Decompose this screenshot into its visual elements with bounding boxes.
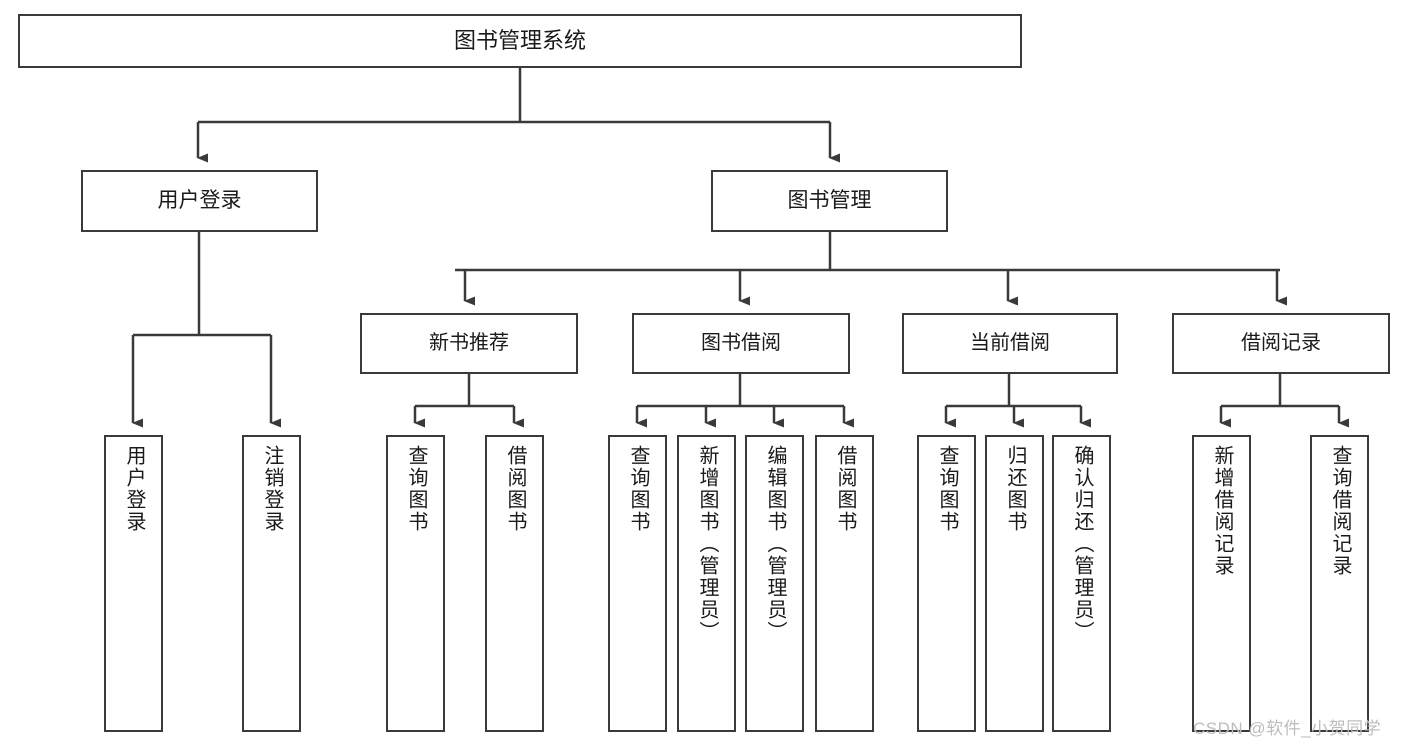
node-current-borrow[interactable]: 当前借阅 xyxy=(902,313,1118,374)
node-label: 图书管理 xyxy=(787,188,872,212)
leaf-add-book-admin[interactable]: 新增图书（管理员） xyxy=(677,435,736,732)
node-label: 新书推荐 xyxy=(429,332,509,354)
node-label: 当前借阅 xyxy=(970,332,1050,354)
node-label: 借阅图书 xyxy=(834,445,856,533)
leaf-confirm-return-admin[interactable]: 确认归还（管理员） xyxy=(1052,435,1111,732)
leaf-borrow-book-recommend[interactable]: 借阅图书 xyxy=(485,435,544,732)
node-new-book-recommend[interactable]: 新书推荐 xyxy=(360,313,578,374)
leaf-add-borrow-record[interactable]: 新增借阅记录 xyxy=(1192,435,1251,732)
node-book-management-system[interactable]: 图书管理系统 xyxy=(18,14,1022,68)
leaf-user-login[interactable]: 用户登录 xyxy=(104,435,163,732)
leaf-query-book-current[interactable]: 查询图书 xyxy=(917,435,976,732)
leaf-query-borrow-record[interactable]: 查询借阅记录 xyxy=(1310,435,1369,732)
node-label: 确认归还（管理员） xyxy=(1071,445,1093,643)
node-book-management[interactable]: 图书管理 xyxy=(711,170,948,232)
leaf-borrow-book[interactable]: 借阅图书 xyxy=(815,435,874,732)
node-label: 图书借阅 xyxy=(701,332,781,354)
node-label: 归还图书 xyxy=(1004,445,1026,533)
node-label: 借阅记录 xyxy=(1241,332,1321,354)
node-label: 新增图书（管理员） xyxy=(696,445,718,643)
node-book-borrow[interactable]: 图书借阅 xyxy=(632,313,850,374)
node-label: 用户登录 xyxy=(157,188,242,212)
csdn-watermark: CSDN @软件_小贺同学 xyxy=(1193,719,1382,738)
node-label: 查询借阅记录 xyxy=(1329,445,1351,577)
node-borrow-record[interactable]: 借阅记录 xyxy=(1172,313,1390,374)
node-label: 用户登录 xyxy=(123,445,145,533)
node-label: 查询图书 xyxy=(936,445,958,533)
leaf-query-book-recommend[interactable]: 查询图书 xyxy=(386,435,445,732)
node-label: 查询图书 xyxy=(405,445,427,533)
node-label: 编辑图书（管理员） xyxy=(764,445,786,643)
node-label: 注销登录 xyxy=(261,445,283,533)
node-label: 图书管理系统 xyxy=(453,28,586,54)
node-label: 查询图书 xyxy=(627,445,649,533)
node-label: 借阅图书 xyxy=(504,445,526,533)
node-label: 新增借阅记录 xyxy=(1211,445,1233,577)
leaf-return-book[interactable]: 归还图书 xyxy=(985,435,1044,732)
leaf-logout[interactable]: 注销登录 xyxy=(242,435,301,732)
leaf-edit-book-admin[interactable]: 编辑图书（管理员） xyxy=(745,435,804,732)
leaf-query-book-borrow[interactable]: 查询图书 xyxy=(608,435,667,732)
node-user-login[interactable]: 用户登录 xyxy=(81,170,318,232)
